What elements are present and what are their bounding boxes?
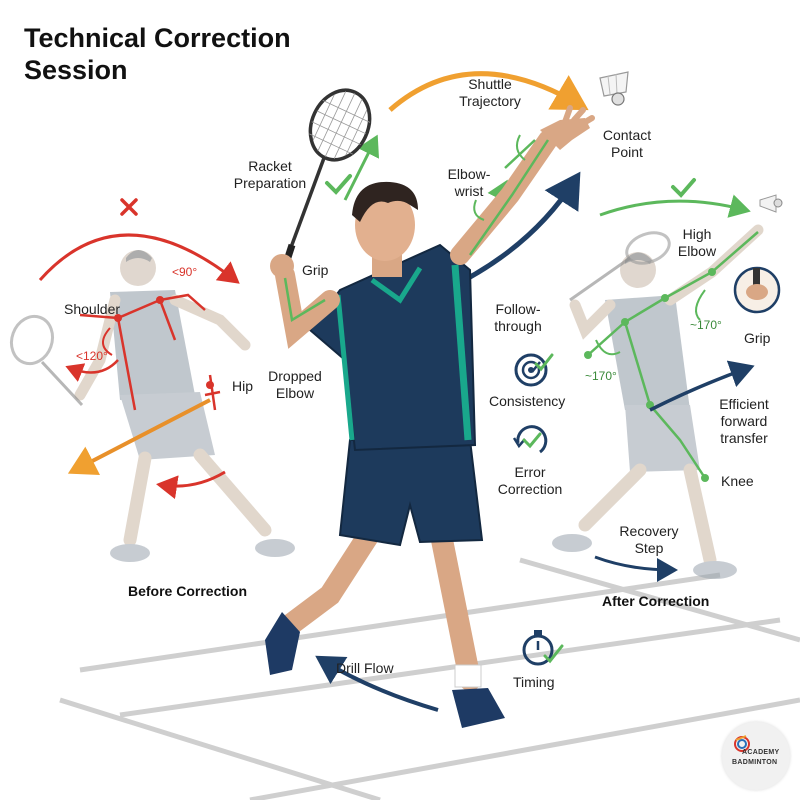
shuttlecock-icon xyxy=(759,194,783,213)
court-lines xyxy=(59,557,800,800)
before-correction-caption: Before Correction xyxy=(128,583,248,599)
grip-label: Grip xyxy=(302,262,329,278)
before-red-overlays xyxy=(38,233,240,500)
angle-90-label: <90° xyxy=(172,265,198,279)
after-correction-caption: After Correction xyxy=(602,593,710,609)
racket-preparation-label: Racket Preparation xyxy=(233,158,307,191)
before-player-figure xyxy=(74,250,295,562)
efficient-transfer-label: Efficient forward transfer xyxy=(719,396,769,446)
academy-logo: ACADEMY BADMINTON xyxy=(722,722,790,790)
shuttle-trajectory-label: Shuttle Trajectory xyxy=(459,76,521,109)
main-green-overlays xyxy=(283,134,550,323)
logo-mark-icon xyxy=(734,735,750,752)
shoulder-label: Shoulder xyxy=(64,301,121,317)
high-elbow-label: High Elbow xyxy=(677,226,717,259)
knee-label: Knee xyxy=(721,473,754,489)
follow-through-label: Follow- through xyxy=(494,301,542,334)
page-title: Technical Correction Session xyxy=(24,22,291,86)
cross-mark-icon xyxy=(120,198,138,216)
after-joint-dots xyxy=(584,268,716,482)
target-check-icon xyxy=(514,353,554,387)
angle-170-a-label: ~170° xyxy=(690,318,722,332)
angle-170-b-label: ~170° xyxy=(585,369,617,383)
consistency-label: Consistency xyxy=(489,393,566,409)
hip-label: Hip xyxy=(232,378,254,394)
grip-right-label: Grip xyxy=(744,330,771,346)
elbow-wrist-label: Elbow- wrist xyxy=(447,166,491,199)
angle-120-label: <120° xyxy=(76,349,108,363)
cycle-check-icon xyxy=(512,425,548,454)
main-player-figure xyxy=(265,105,595,728)
grip-inset xyxy=(733,266,781,314)
before-joint-dots xyxy=(114,296,214,389)
logo-line-1: ACADEMY xyxy=(742,749,780,756)
after-navy-arrows xyxy=(594,360,755,582)
drill-flow-label: Drill Flow xyxy=(336,660,394,676)
title-line-1: Technical Correction xyxy=(24,23,291,53)
main-check-mark-icon xyxy=(325,174,352,195)
logo-line-2: BADMINTON xyxy=(732,759,778,766)
title-line-2: Session xyxy=(24,55,128,85)
contact-point-label: Contact Point xyxy=(602,127,652,160)
timing-label: Timing xyxy=(513,674,555,690)
stopwatch-check-icon xyxy=(522,630,564,666)
after-racket xyxy=(569,231,671,302)
before-forward-arrow xyxy=(67,398,211,475)
recovery-step-label: Recovery Step xyxy=(619,523,679,556)
error-correction-label: Error Correction xyxy=(497,464,563,497)
shuttlecock-icon xyxy=(599,71,629,106)
dropped-elbow-label: Dropped Elbow xyxy=(268,368,322,401)
before-racket xyxy=(9,314,84,407)
check-mark-icon xyxy=(671,178,696,198)
